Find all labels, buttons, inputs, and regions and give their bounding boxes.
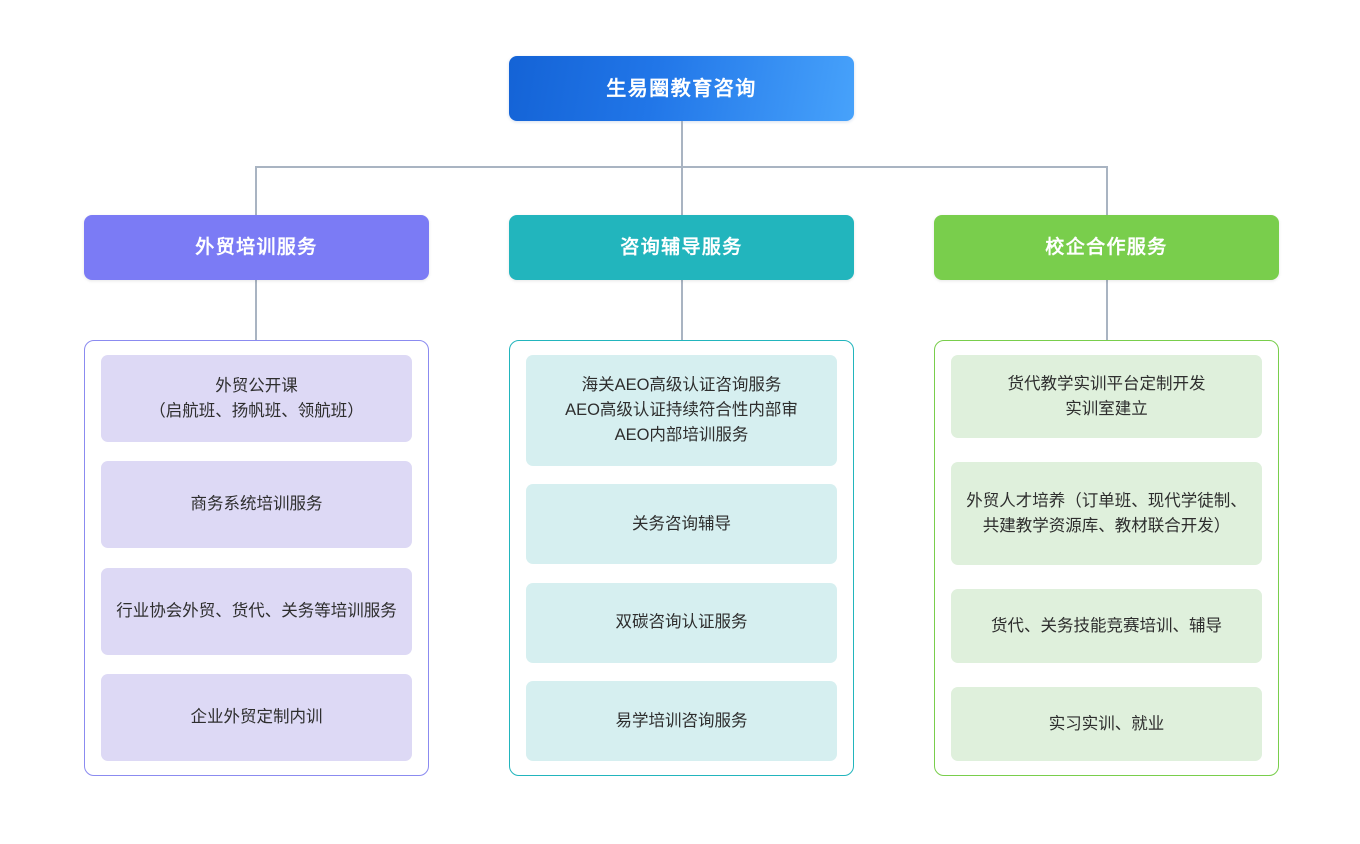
root-node-label: 生易圈教育咨询 (606, 77, 757, 100)
service-item[interactable]: 易学培训咨询服务 (526, 680, 837, 761)
category-panel-xiaoqi-hezuo: 货代教学实训平台定制开发 实训室建立 外贸人才培养（订单班、现代学徒制、共建教学… (934, 340, 1279, 776)
service-item[interactable]: 货代教学实训平台定制开发 实训室建立 (951, 355, 1262, 438)
category-header-label: 咨询辅导服务 (620, 237, 743, 258)
connector-bus-to-col-1 (681, 166, 683, 215)
service-item[interactable]: 实习实训、就业 (951, 687, 1262, 761)
connector-col-2-header-to-panel (1106, 280, 1108, 341)
connector-col-0-header-to-panel (255, 280, 257, 341)
category-header-waimao-peixun[interactable]: 外贸培训服务 (84, 215, 429, 280)
category-panel-zixun-fudao: 海关AEO高级认证咨询服务 AEO高级认证持续符合性内部审 AEO内部培训服务 … (509, 340, 854, 776)
service-item[interactable]: 商务系统培训服务 (101, 461, 412, 549)
service-item[interactable]: 企业外贸定制内训 (101, 673, 412, 761)
connector-bus-to-col-0 (255, 166, 257, 215)
category-header-label: 外贸培训服务 (195, 237, 318, 258)
service-item[interactable]: 行业协会外贸、货代、关务等培训服务 (101, 567, 412, 655)
service-item[interactable]: 外贸人才培养（订单班、现代学徒制、共建教学资源库、教材联合开发） (951, 462, 1262, 565)
branch-column-waimao-peixun: 外贸培训服务 外贸公开课 （启航班、扬帆班、领航班） 商务系统培训服务 行业协会… (84, 0, 429, 844)
connector-col-1-header-to-panel (681, 280, 683, 341)
service-item[interactable]: 货代、关务技能竞赛培训、辅导 (951, 589, 1262, 663)
connector-root-down (681, 121, 683, 167)
service-item[interactable]: 双碳咨询认证服务 (526, 582, 837, 663)
service-item[interactable]: 海关AEO高级认证咨询服务 AEO高级认证持续符合性内部审 AEO内部培训服务 (526, 355, 837, 466)
category-panel-waimao-peixun: 外贸公开课 （启航班、扬帆班、领航班） 商务系统培训服务 行业协会外贸、货代、关… (84, 340, 429, 776)
branch-column-xiaoqi-hezuo: 校企合作服务 货代教学实训平台定制开发 实训室建立 外贸人才培养（订单班、现代学… (934, 0, 1279, 844)
service-item[interactable]: 关务咨询辅导 (526, 484, 837, 565)
category-header-xiaoqi-hezuo[interactable]: 校企合作服务 (934, 215, 1279, 280)
category-header-label: 校企合作服务 (1045, 237, 1168, 258)
branch-column-zixun-fudao: 咨询辅导服务 海关AEO高级认证咨询服务 AEO高级认证持续符合性内部审 AEO… (509, 0, 854, 844)
connector-bus-to-col-2 (1106, 166, 1108, 215)
service-item[interactable]: 外贸公开课 （启航班、扬帆班、领航班） (101, 355, 412, 442)
root-node[interactable]: 生易圈教育咨询 (509, 56, 854, 121)
category-header-zixun-fudao[interactable]: 咨询辅导服务 (509, 215, 854, 280)
